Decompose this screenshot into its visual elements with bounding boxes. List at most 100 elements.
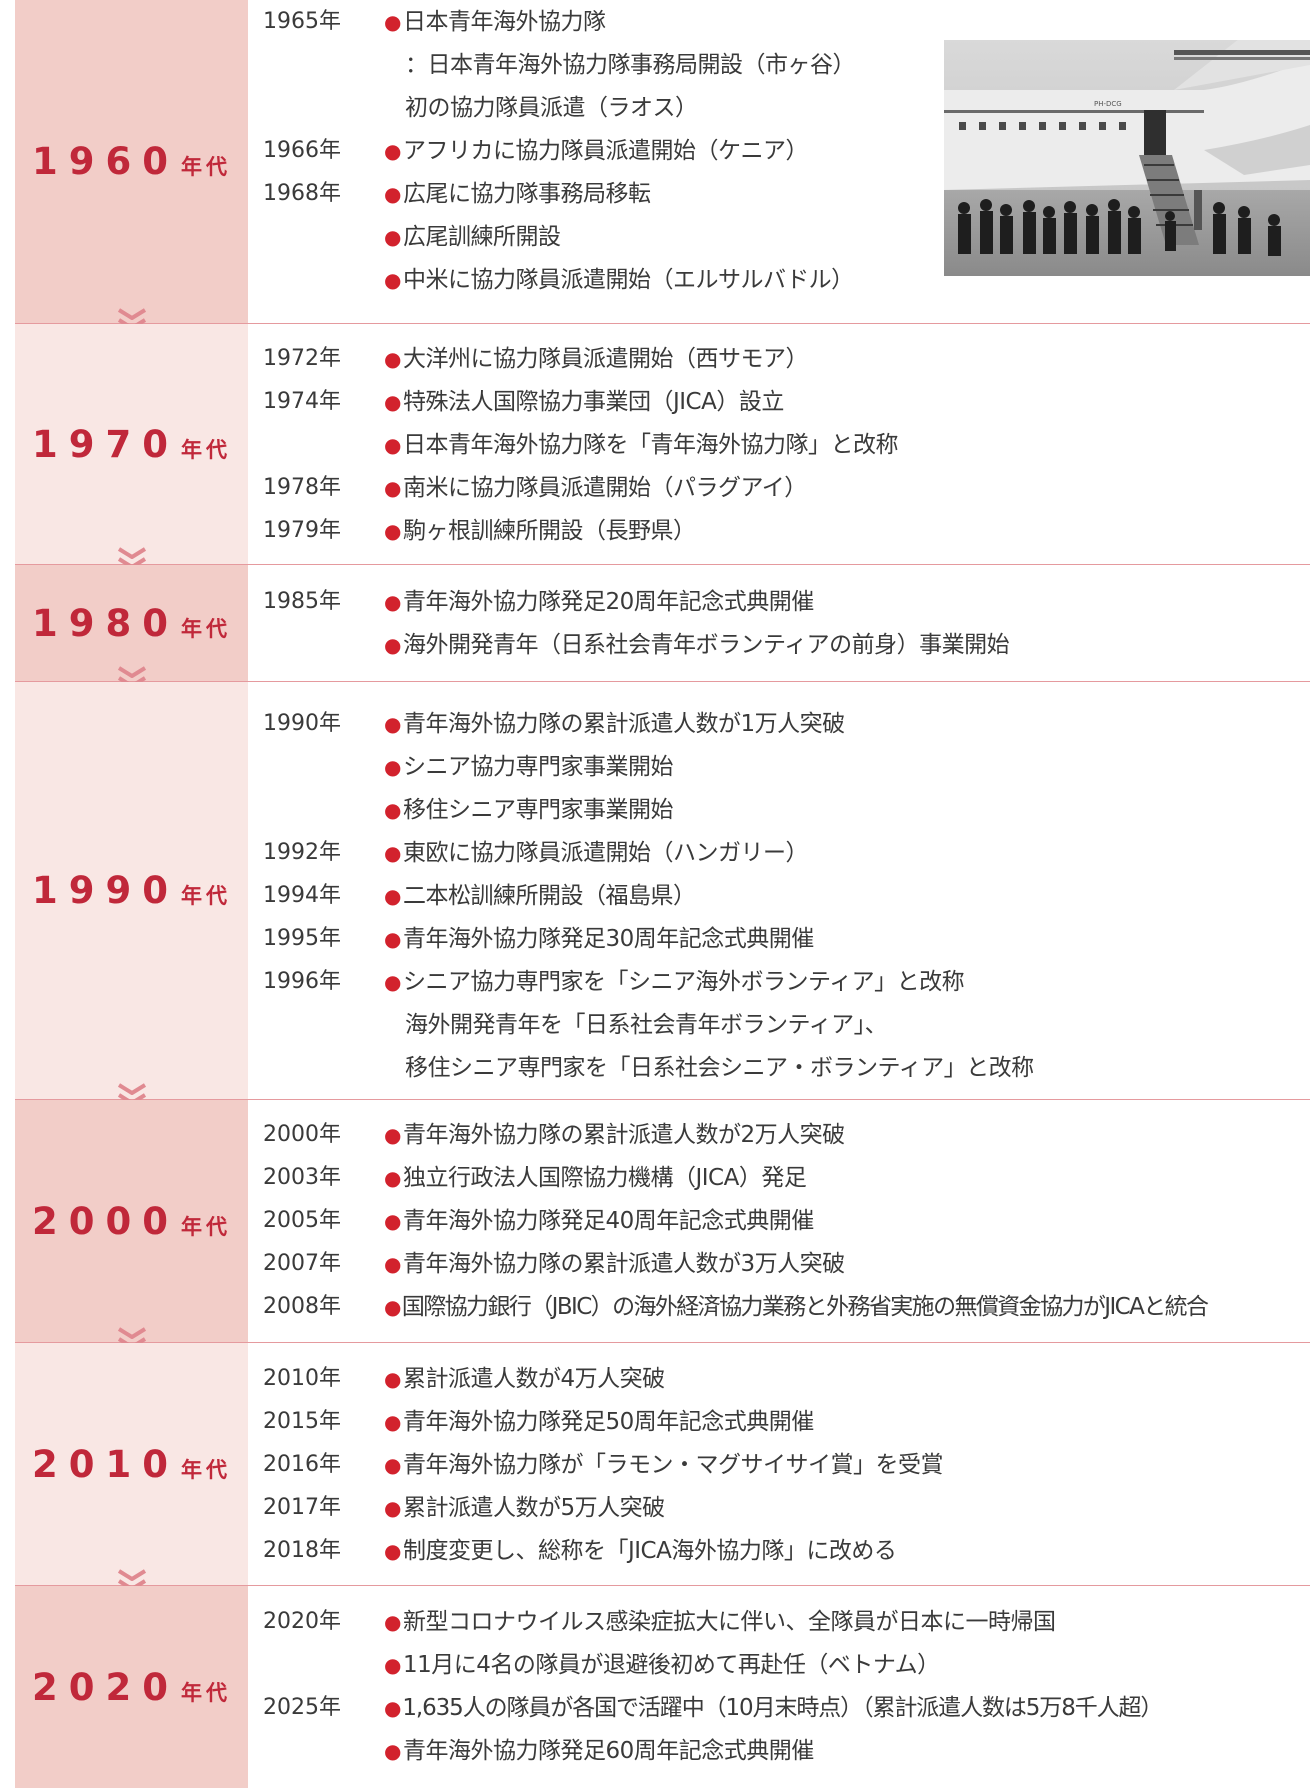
decade-suffix: 年代 (180, 1214, 231, 1239)
row-text: 11月に4名の隊員が退避後初めて再赴任（ベトナム） (402, 1652, 940, 1678)
row-year: 2017年 (263, 1495, 341, 1520)
row-text: 国際協力銀行（JBIC）の海外経済協力業務と外務省実施の無償資金協力がJICAと… (401, 1294, 1209, 1320)
row-text: 青年海外協力隊の累計派遣人数が2万人突破 (402, 1122, 845, 1148)
bullet-icon: ● (384, 884, 401, 908)
row-event: ●新型コロナウイルス感染症拡大に伴い、全隊員が日本に一時帰国 (384, 1602, 1056, 1642)
bullet-icon: ● (384, 1209, 401, 1233)
bullet-icon: ● (384, 841, 401, 865)
section-divider (15, 681, 1310, 682)
decade-number: 1990 (32, 869, 179, 912)
row-text: 青年海外協力隊発足50周年記念式典開催 (402, 1409, 814, 1435)
bullet-icon: ● (384, 268, 401, 292)
decade-section-2020: 2020 年代 2020年 ●新型コロナウイルス感染症拡大に伴い、全隊員が日本に… (0, 1586, 1310, 1788)
decade-number: 2020 (32, 1665, 179, 1709)
decade-section-1970: 1970 年代 1972年 ●大洋州に協力隊員派遣開始（西サモア） 1974年 … (0, 324, 1310, 564)
row-text: 日本青年海外協力隊を「青年海外協力隊」と改称 (402, 432, 899, 458)
bullet-icon: ● (384, 476, 401, 500)
bullet-icon: ● (384, 1496, 401, 1520)
row-text: 日本青年海外協力隊 (402, 9, 606, 35)
row-event: ●中米に協力隊員派遣開始（エルサルバドル） (384, 260, 854, 300)
row-year: 2025年 (263, 1695, 341, 1720)
decade-label: 2020 年代 (32, 1666, 231, 1709)
decade-box: 1960 年代 (15, 0, 248, 323)
bullet-icon: ● (384, 798, 401, 822)
row-text: 初の協力隊員派遣（ラオス） (405, 95, 698, 121)
bullet-icon: ● (384, 225, 401, 249)
decade-label: 1970 年代 (32, 423, 231, 466)
row-event: ●1,635人の隊員が各国で活躍中（10月末時点）（累計派遣人数は5万8千人超） (384, 1688, 1163, 1728)
row-event: ●国際協力銀行（JBIC）の海外経済協力業務と外務省実施の無償資金協力がJICA… (384, 1287, 1209, 1327)
decade-label: 1960 年代 (32, 140, 231, 183)
row-text: 海外開発青年を「日系社会青年ボランティア」、 (405, 1012, 888, 1038)
row-year: 1968年 (263, 181, 341, 206)
decade-number: 1970 (32, 422, 179, 466)
row-event: ●青年海外協力隊発足30周年記念式典開催 (384, 919, 814, 959)
bullet-icon: ● (384, 347, 401, 371)
row-year: 1972年 (263, 346, 341, 371)
row-year: 2005年 (263, 1208, 341, 1233)
row-event: ●青年海外協力隊発足40周年記念式典開催 (384, 1201, 814, 1241)
decade-label: 2000 年代 (32, 1200, 231, 1243)
decade-label: 1980 年代 (32, 602, 231, 645)
row-event: ●青年海外協力隊の累計派遣人数が1万人突破 (384, 704, 845, 744)
row-text: 累計派遣人数が4万人突破 (402, 1366, 665, 1392)
bullet-icon: ● (384, 10, 401, 34)
row-text: 大洋州に協力隊員派遣開始（西サモア） (402, 346, 809, 372)
section-divider (15, 1342, 1310, 1343)
section-divider (15, 1585, 1310, 1586)
row-text: 特殊法人国際協力事業団（JICA）設立 (402, 389, 784, 415)
decade-suffix: 年代 (180, 1680, 231, 1705)
row-year: 1990年 (263, 711, 341, 736)
decade-section-1990: 1990 年代 1990年 ●青年海外協力隊の累計派遣人数が1万人突破 ●シニア… (0, 682, 1310, 1099)
bullet-icon: ● (384, 1295, 401, 1319)
decade-number: 1960 (32, 140, 179, 183)
row-event: ●駒ヶ根訓練所開設（長野県） (384, 511, 696, 551)
row-event: ●独立行政法人国際協力機構（JICA）発足 (384, 1158, 807, 1198)
row-text: 累計派遣人数が5万人突破 (402, 1495, 665, 1521)
row-text: 青年海外協力隊の累計派遣人数が1万人突破 (402, 711, 845, 737)
row-event: ●シニア協力専門家を「シニア海外ボランティア」と改称 (384, 962, 965, 1002)
bullet-icon: ● (384, 390, 401, 414)
row-event: ●青年海外協力隊発足20周年記念式典開催 (384, 582, 814, 622)
decade-box: 2020 年代 (15, 1586, 248, 1788)
row-text: 中米に協力隊員派遣開始（エルサルバドル） (402, 267, 854, 293)
section-divider (15, 323, 1310, 324)
row-text: 移住シニア専門家を「日系社会シニア・ボランティア」と改称 (405, 1055, 1034, 1081)
row-year: 2015年 (263, 1409, 341, 1434)
row-year: 1978年 (263, 475, 341, 500)
row-text: 広尾に協力隊事務局移転 (402, 181, 651, 207)
row-event: ●二本松訓練所開設（福島県） (384, 876, 696, 916)
decade-box: 1970 年代 (15, 324, 248, 564)
row-event: ●海外開発青年（日系社会青年ボランティアの前身）事業開始 (384, 625, 1010, 665)
row-year: 2008年 (263, 1294, 341, 1319)
decade-box: 1980 年代 (15, 565, 248, 681)
row-event: ●日本青年海外協力隊を「青年海外協力隊」と改称 (384, 425, 898, 465)
row-event: ●アフリカに協力隊員派遣開始（ケニア） (384, 131, 808, 171)
row-year: 1979年 (263, 518, 341, 543)
svg-text:PH-DCG: PH-DCG (1094, 100, 1122, 108)
row-event: ●大洋州に協力隊員派遣開始（西サモア） (384, 339, 808, 379)
decade-suffix: 年代 (180, 884, 231, 908)
row-text: 移住シニア専門家事業開始 (402, 797, 674, 823)
row-event: ●特殊法人国際協力事業団（JICA）設立 (384, 382, 784, 422)
row-year: 1994年 (263, 883, 341, 908)
decade-section-1960: 1960 年代 1965年 ●日本青年海外協力隊 ：日本青年海外協力隊事務局開設… (0, 0, 1310, 323)
row-event: ●青年海外協力隊の累計派遣人数が2万人突破 (384, 1115, 845, 1155)
bullet-icon: ● (384, 1696, 401, 1720)
row-text: 1,635人の隊員が各国で活躍中（10月末時点）（累計派遣人数は5万8千人超） (402, 1695, 1163, 1721)
decade-suffix: 年代 (180, 155, 231, 179)
row-year: 2018年 (263, 1538, 341, 1563)
row-event: ●日本青年海外協力隊 (384, 2, 606, 42)
row-text: 青年海外協力隊の累計派遣人数が3万人突破 (402, 1251, 845, 1277)
row-year: 1974年 (263, 389, 341, 414)
bullet-icon: ● (384, 1410, 401, 1434)
row-text: 海外開発青年（日系社会青年ボランティアの前身）事業開始 (402, 632, 1010, 658)
decade-section-2000: 2000 年代 2000年 ●青年海外協力隊の累計派遣人数が2万人突破 2003… (0, 1100, 1310, 1342)
row-year: 1965年 (263, 9, 341, 34)
airplane-photo-image: PH-DCG (944, 40, 1310, 276)
row-text: 青年海外協力隊発足30周年記念式典開催 (402, 926, 814, 952)
row-text: 青年海外協力隊発足60周年記念式典開催 (402, 1738, 814, 1764)
row-event: ●シニア協力専門家事業開始 (384, 747, 673, 787)
bullet-icon: ● (384, 519, 401, 543)
row-year: 1996年 (263, 969, 341, 994)
